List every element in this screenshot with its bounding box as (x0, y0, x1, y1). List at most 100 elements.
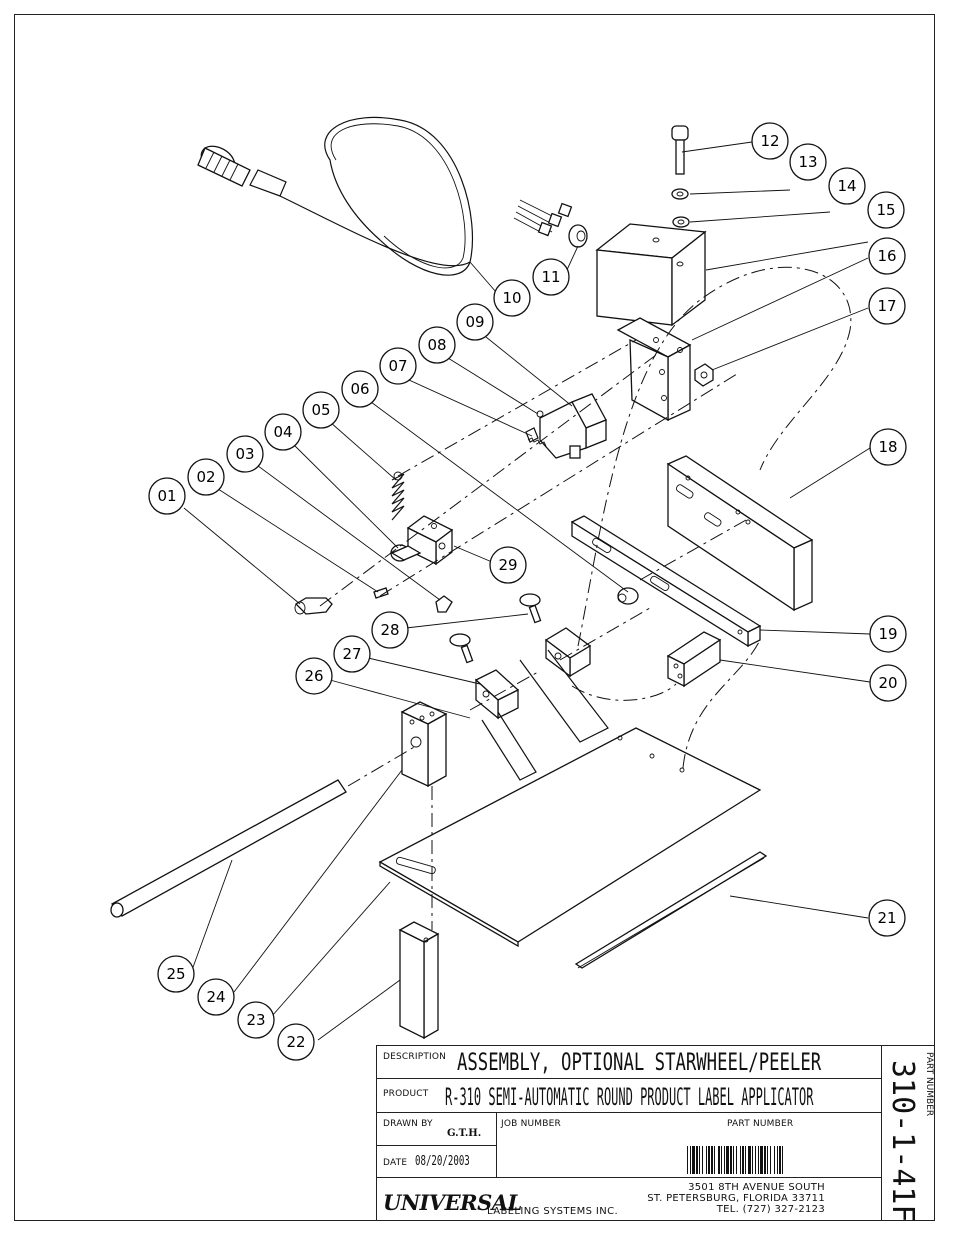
barcode-stripe (741, 1146, 742, 1174)
barcode-stripe (758, 1146, 759, 1174)
balloon-09: 09 (456, 303, 494, 341)
company-address: 3501 8TH AVENUE SOUTH ST. PETERSBURG, FL… (647, 1182, 825, 1215)
barcode-stripe (763, 1146, 764, 1174)
balloon-10: 10 (493, 279, 531, 317)
svg-text:15: 15 (876, 201, 895, 219)
barcode-stripe (708, 1146, 710, 1174)
peeler-strip (574, 851, 768, 969)
balloon-23: 23 (237, 1001, 275, 1039)
balloon-01: 01 (148, 477, 186, 515)
universal-logo: UNIVERSAL (383, 1190, 522, 1215)
assembly-lines (319, 266, 852, 930)
guide-clamp-left (449, 633, 520, 720)
barcode-stripe (725, 1146, 726, 1174)
balloon-21: 21 (868, 899, 906, 937)
barcode-stripe (768, 1146, 770, 1174)
balloon-05: 05 (302, 391, 340, 429)
barcode-stripe (759, 1146, 760, 1174)
barcode-stripe (748, 1146, 751, 1174)
barcode-stripe (715, 1146, 718, 1174)
svg-text:03: 03 (235, 445, 254, 463)
barcode-stripe (744, 1146, 745, 1174)
barcode-stripe (782, 1146, 783, 1174)
barcode-stripe (766, 1146, 767, 1174)
svg-text:19: 19 (878, 625, 897, 643)
balloon-15: 15 (867, 191, 905, 229)
barcode-stripe (692, 1146, 695, 1174)
barcode-stripe (740, 1146, 741, 1174)
mount-block (400, 701, 448, 788)
balloon-19: 19 (869, 615, 907, 653)
barcode-stripe (706, 1146, 707, 1174)
svg-text:08: 08 (427, 336, 446, 354)
barcode-stripe (753, 1146, 755, 1174)
balloon-20: 20 (869, 664, 907, 702)
guide-clamp-right (519, 593, 592, 678)
product-value: R-310 SEMI-AUTOMATIC ROUND PRODUCT LABEL… (445, 1083, 814, 1111)
barcode-stripe (764, 1146, 766, 1174)
barcode-stripe (724, 1146, 725, 1174)
svg-text:27: 27 (342, 645, 361, 663)
barcode-stripe (690, 1146, 691, 1174)
svg-text:29: 29 (498, 556, 517, 574)
balloon-26: 26 (295, 657, 333, 695)
job-number-label: JOB NUMBER (501, 1119, 561, 1129)
balloon-16: 16 (868, 237, 906, 275)
thumb-screw-06 (617, 587, 639, 605)
svg-text:05: 05 (311, 401, 330, 419)
svg-text:23: 23 (246, 1011, 265, 1029)
balloon-18: 18 (869, 428, 907, 466)
pivot-block (294, 515, 454, 615)
company-row: UNIVERSAL LABELING SYSTEMS INC. 3501 8TH… (376, 1177, 882, 1221)
barcode-stripe (742, 1146, 744, 1174)
barcode-stripe (688, 1146, 690, 1174)
barcode-stripe (691, 1146, 692, 1174)
description-label: DESCRIPTION (383, 1052, 447, 1062)
balloon-12: 12 (751, 122, 789, 160)
barcode-stripe (746, 1146, 748, 1174)
balloon-17: 17 (868, 287, 906, 325)
svg-text:26: 26 (304, 667, 323, 685)
balloon-13: 13 (789, 143, 827, 181)
barcode-stripe (760, 1146, 763, 1174)
svg-text:16: 16 (877, 247, 896, 265)
barcode-stripe (734, 1146, 736, 1174)
svg-text:02: 02 (196, 468, 215, 486)
barcode-stripe (732, 1146, 733, 1174)
side-part-number-cell: PART NUMBER 310-1-41F (881, 1045, 935, 1223)
barcode-stripe (695, 1146, 696, 1174)
side-part-number: 310-1-41F (885, 1060, 920, 1223)
job-part-cell: JOB NUMBER PART NUMBER (496, 1112, 882, 1178)
starwheel-bracket (525, 393, 607, 459)
barcode-stripe (737, 1146, 740, 1174)
barcode-stripe (710, 1146, 711, 1174)
top-pin (671, 125, 690, 228)
date-value: 08/20/2003 (415, 1154, 470, 1169)
address-line-2: ST. PETERSBURG, FLORIDA 33711 (647, 1193, 825, 1204)
drawn-by-value: G.T.H. (447, 1128, 482, 1139)
svg-text:04: 04 (273, 423, 292, 441)
barcode-stripe (720, 1146, 721, 1174)
drawn-by-cell: DRAWN BY G.T.H. (376, 1112, 497, 1146)
balloon-22: 22 (277, 1023, 315, 1061)
barcode-stripe (736, 1146, 737, 1174)
svg-text:11: 11 (541, 268, 560, 286)
svg-text:01: 01 (157, 487, 176, 505)
product-row: PRODUCT R-310 SEMI-AUTOMATIC ROUND PRODU… (376, 1078, 882, 1113)
motor-housing (595, 223, 707, 327)
balloon-07: 07 (379, 347, 417, 385)
barcode-stripe (729, 1146, 730, 1174)
barcode-stripe (783, 1146, 786, 1174)
barcode-stripe (752, 1146, 753, 1174)
barcode-stripe (730, 1146, 732, 1174)
balloon-29: 29 (489, 546, 527, 584)
svg-text:14: 14 (837, 177, 856, 195)
address-line-3: TEL. (727) 327-2123 (716, 1204, 825, 1215)
svg-text:09: 09 (465, 313, 484, 331)
part-number-barcode (687, 1146, 873, 1174)
barcode-stripe (696, 1146, 698, 1174)
mount-plate-19 (570, 515, 762, 648)
mount-plate-18 (666, 455, 814, 612)
barcode-stripe (713, 1146, 714, 1174)
svg-text:18: 18 (878, 438, 897, 456)
